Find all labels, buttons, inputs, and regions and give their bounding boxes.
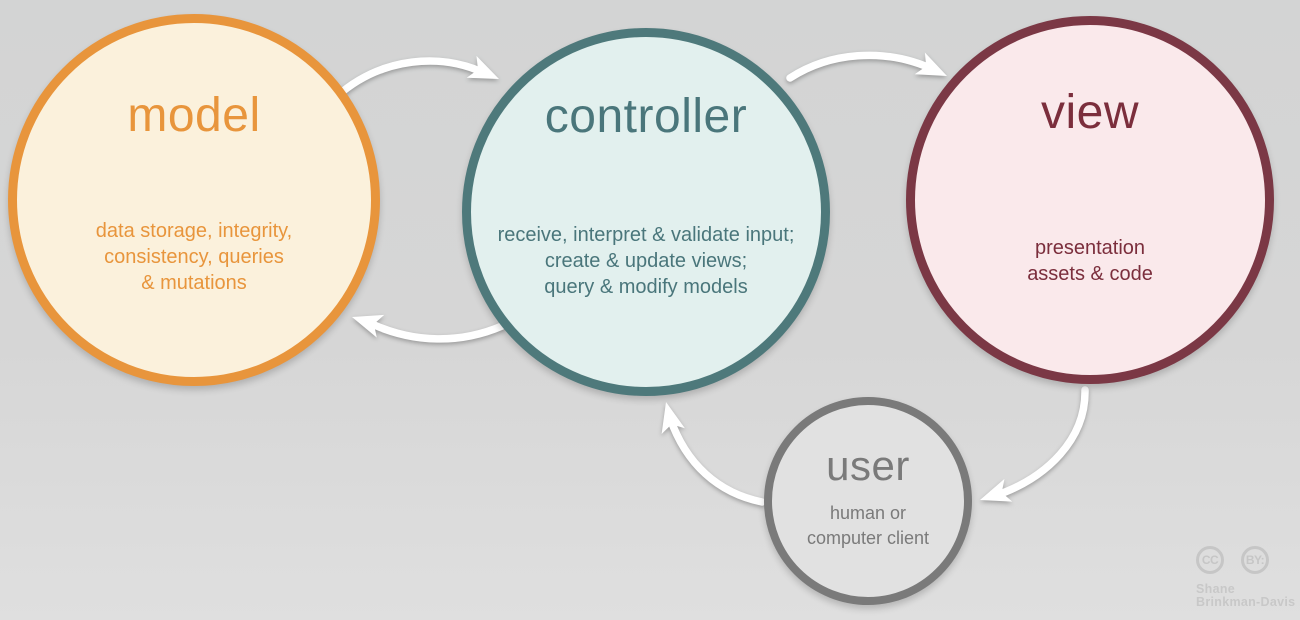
- node-user-desc-line: computer client: [806, 528, 930, 548]
- node-controller: controller receive, interpret & validate…: [462, 28, 830, 396]
- arrow-controller-to-view: [786, 51, 947, 82]
- node-view-desc-line: presentation: [1034, 237, 1146, 259]
- node-user-description: human or computer client: [772, 501, 964, 551]
- node-controller-title: controller: [544, 90, 748, 143]
- node-user-desc-line: human or: [829, 503, 907, 523]
- node-view: view presentation assets & code: [906, 16, 1274, 384]
- node-user-title: user: [826, 442, 910, 489]
- node-model-desc-line: & mutations: [141, 272, 247, 294]
- arrow-user-to-controller: [661, 402, 766, 506]
- node-model: model data storage, integrity, consisten…: [8, 14, 380, 386]
- attribution: CC BY: Shane Brinkman-Davis: [1196, 546, 1295, 608]
- cc-license-label: CC: [1201, 553, 1219, 567]
- node-controller-desc-line: query & modify models: [544, 276, 748, 298]
- node-controller-description: receive, interpret & validate input; cre…: [471, 222, 821, 300]
- cc-license-icon: CC: [1196, 546, 1224, 574]
- node-model-desc-line: consistency, queries: [104, 246, 284, 268]
- node-model-description: data storage, integrity, consistency, qu…: [17, 218, 371, 296]
- author-first-name: Shane: [1196, 582, 1236, 596]
- arrow-model-to-controller: [338, 55, 499, 96]
- license-badges: CC BY:: [1196, 546, 1295, 574]
- node-view-description: presentation assets & code: [915, 235, 1265, 287]
- cc-by-label: BY:: [1245, 553, 1265, 567]
- author-last-name: Brinkman-Davis: [1196, 594, 1296, 609]
- node-controller-desc-line: receive, interpret & validate input;: [497, 224, 795, 246]
- arrow-controller-to-model: [352, 314, 506, 343]
- node-controller-desc-line: create & update views;: [544, 250, 748, 272]
- cc-by-icon: BY:: [1241, 546, 1269, 574]
- node-model-title: model: [127, 89, 261, 142]
- node-view-desc-line: assets & code: [1027, 263, 1153, 285]
- author-credit: Shane Brinkman-Davis: [1196, 583, 1295, 608]
- arrow-view-to-user: [980, 386, 1089, 502]
- node-view-title: view: [1040, 86, 1140, 139]
- node-model-desc-line: data storage, integrity,: [95, 220, 293, 242]
- node-user: user human or computer client: [764, 397, 972, 605]
